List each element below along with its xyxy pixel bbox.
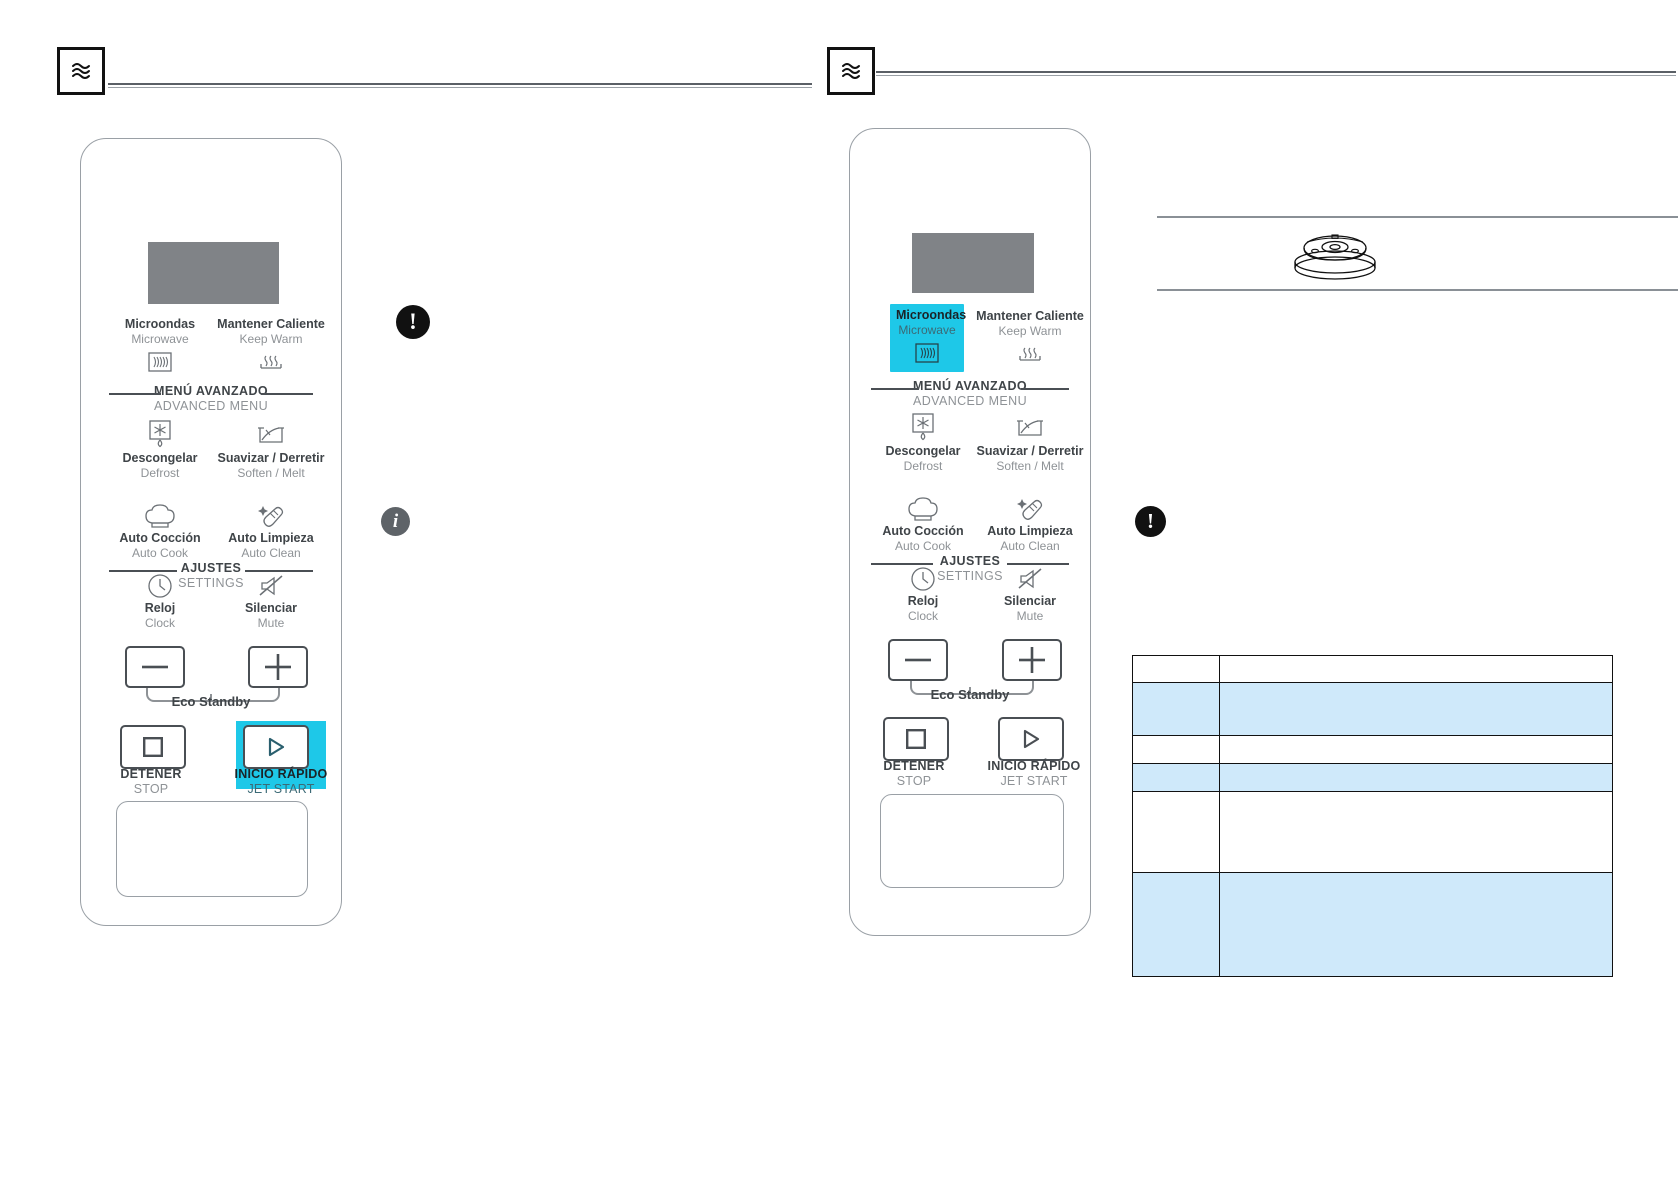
microwave-waves-icon: [105, 347, 215, 377]
table-cell: [1219, 763, 1613, 792]
table-row: [1132, 872, 1613, 977]
defrost-snowflake-icon: [868, 413, 978, 444]
info-circle-icon: i: [381, 507, 410, 536]
table-row: [1132, 763, 1613, 792]
defrost-snowflake-icon: [105, 420, 215, 451]
button-keep-warm[interactable]: Mantener Caliente Keep Warm: [211, 317, 331, 377]
info-table-body: [1132, 655, 1613, 977]
section-advanced-menu: MENÚ AVANZADO ADVANCED MENU: [855, 379, 1085, 409]
clock-icon: [868, 564, 978, 594]
jet-start-label: INICIO RÁPIDO JET START: [987, 759, 1081, 788]
control-panel: Microondas Microwave Mantener Caliente K…: [849, 128, 1091, 936]
door-handle: [880, 794, 1064, 888]
button-mute[interactable]: Silenciar Mute: [211, 571, 331, 631]
mute-speaker-icon: [211, 571, 331, 601]
exclamation-circle-icon: !: [1135, 506, 1166, 537]
mute-speaker-icon: [972, 564, 1088, 594]
button-mute[interactable]: Silenciar Mute: [972, 564, 1088, 624]
button-auto-cook[interactable]: Auto Cocción Auto Cook: [105, 501, 215, 561]
button-auto-clean[interactable]: Auto Limpieza Auto Clean: [211, 501, 331, 561]
plus-button[interactable]: [1002, 639, 1062, 681]
waves-glyph: [72, 63, 90, 79]
jet-start-button[interactable]: [243, 725, 309, 769]
microwave-waves-icon: [896, 338, 958, 368]
table-cell: [1132, 655, 1220, 683]
plus-button[interactable]: [248, 646, 308, 688]
button-soften-melt[interactable]: Suavizar / Derretir Soften / Melt: [211, 421, 331, 481]
eco-standby-brace: [910, 681, 1034, 695]
display-screen: [148, 242, 279, 304]
button-microwave[interactable]: Microondas Microwave: [890, 304, 966, 372]
table-row: [1132, 791, 1613, 873]
section-advanced-menu: MENÚ AVANZADO ADVANCED MENU: [91, 384, 331, 414]
keep-warm-heat-icon: [974, 339, 1086, 369]
display-screen: [912, 233, 1034, 293]
chef-hat-icon: [105, 501, 215, 531]
header-rule: [876, 71, 1676, 77]
stop-button[interactable]: [883, 717, 949, 761]
button-clock[interactable]: Reloj Clock: [105, 571, 215, 631]
table-cell: [1219, 682, 1613, 736]
jet-start-button[interactable]: [998, 717, 1064, 761]
stop-button[interactable]: [120, 725, 186, 769]
keep-warm-heat-icon: [211, 347, 331, 377]
section-settings: AJUSTES SETTINGS: [91, 561, 331, 591]
table-row: [1132, 735, 1613, 764]
eco-standby-label: Eco Standby: [171, 694, 251, 709]
button-auto-clean[interactable]: Auto Limpieza Auto Clean: [972, 494, 1088, 554]
table-cell: [1132, 791, 1220, 873]
table-cell: [1132, 735, 1220, 764]
microwave-waves-icon: [57, 47, 105, 95]
table-cell: [1132, 682, 1220, 736]
eco-standby-brace: [146, 688, 280, 702]
button-soften-melt[interactable]: Suavizar / Derretir Soften / Melt: [972, 414, 1088, 474]
table-cell: [1219, 791, 1613, 873]
minus-button[interactable]: [888, 639, 948, 681]
info-table: [1132, 655, 1613, 977]
header-rule: [108, 83, 812, 89]
table-cell: [1219, 735, 1613, 764]
button-clock[interactable]: Reloj Clock: [868, 564, 978, 624]
control-panel: Microondas Microwave Mantener Caliente K…: [80, 138, 342, 926]
button-auto-cook[interactable]: Auto Cocción Auto Cook: [868, 494, 978, 554]
table-cell: [1132, 872, 1220, 977]
stop-label: DETENER STOP: [883, 759, 945, 788]
soften-melt-butter-icon: [972, 414, 1088, 444]
section-rule-top: [1157, 216, 1678, 218]
table-row: [1132, 655, 1613, 683]
button-defrost[interactable]: Descongelar Defrost: [868, 413, 978, 474]
chef-hat-icon: [868, 494, 978, 524]
microwave-waves-icon: [827, 47, 875, 95]
section-rule-bottom: [1157, 289, 1678, 291]
table-cell: [1132, 763, 1220, 792]
button-keep-warm[interactable]: Mantener Caliente Keep Warm: [974, 309, 1086, 369]
table-cell: [1219, 655, 1613, 683]
exclamation-circle-icon: !: [396, 305, 430, 339]
door-handle: [116, 801, 308, 897]
section-settings: AJUSTES SETTINGS: [855, 554, 1085, 584]
stop-label: DETENER STOP: [120, 767, 182, 796]
cleaning-hand-sparkle-icon: [211, 501, 331, 531]
table-cell: [1219, 872, 1613, 977]
jet-start-label: INICIO RÁPIDO JET START: [234, 767, 328, 796]
minus-button[interactable]: [125, 646, 185, 688]
clock-icon: [105, 571, 215, 601]
page-right: Microondas Microwave Mantener Caliente K…: [827, 0, 1678, 1191]
eco-standby-tick: [210, 694, 212, 702]
table-row: [1132, 682, 1613, 736]
button-microwave[interactable]: Microondas Microwave: [105, 317, 215, 377]
button-defrost[interactable]: Descongelar Defrost: [105, 420, 215, 481]
eco-standby-tick: [969, 687, 971, 695]
soften-melt-butter-icon: [211, 421, 331, 451]
cleaning-hand-sparkle-icon: [972, 494, 1088, 524]
waves-glyph: [842, 63, 860, 79]
turntable-support-icon: [1287, 226, 1383, 289]
page-left: Microondas Microwave Mantener Caliente K…: [57, 47, 812, 926]
eco-standby-label: Eco Standby: [930, 687, 1010, 702]
